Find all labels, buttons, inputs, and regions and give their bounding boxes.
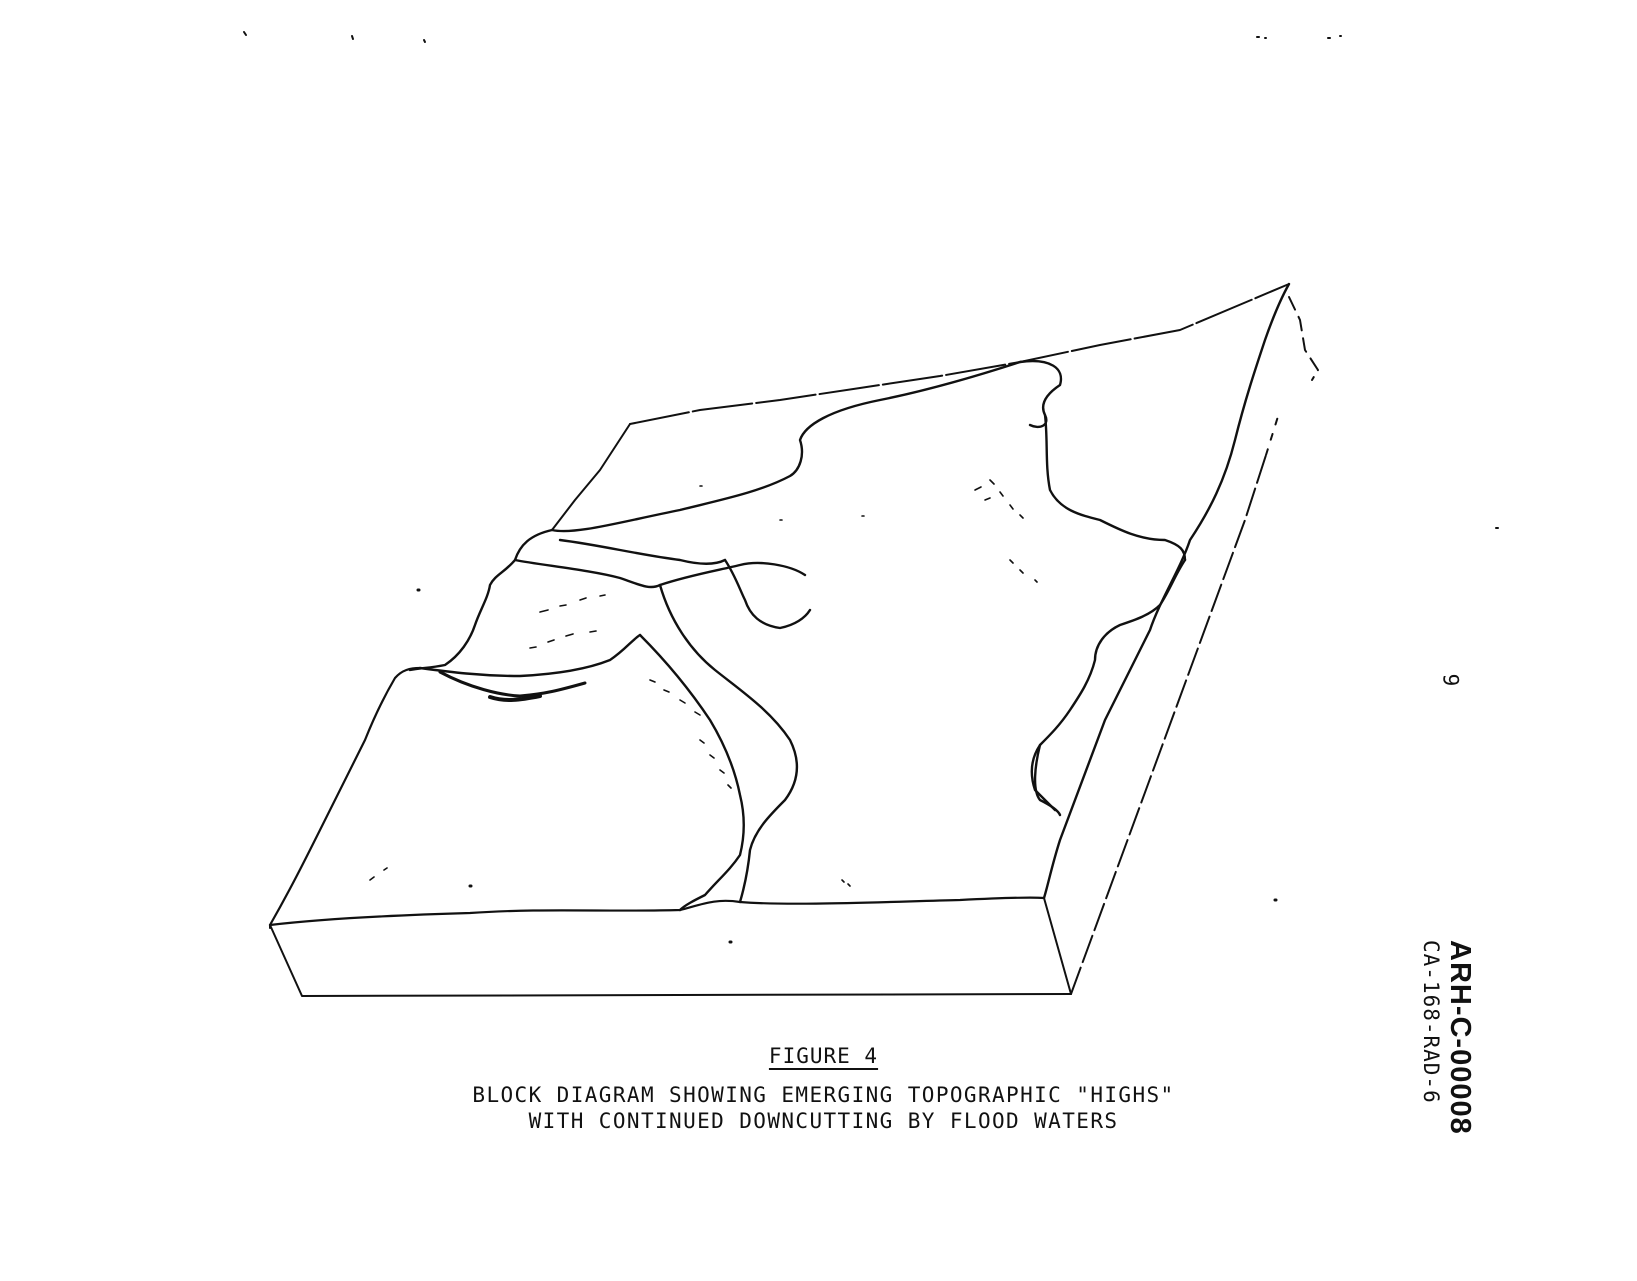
top-right-edge: [1044, 284, 1289, 898]
stipple-marks: [370, 480, 1037, 886]
top-front-edge: [270, 898, 1044, 925]
block-front-face: [270, 925, 1071, 996]
caption-line-1: BLOCK DIAGRAM SHOWING EMERGING TOPOGRAPH…: [10, 1082, 1637, 1108]
scatter-dots: [418, 590, 1276, 942]
top-left-edge: [270, 668, 420, 925]
top-back-edge: [630, 284, 1289, 424]
top-left-back-edge: [552, 424, 630, 530]
figure-caption: FIGURE 4 BLOCK DIAGRAM SHOWING EMERGING …: [0, 1044, 1637, 1134]
terrace-contours: [410, 361, 1185, 910]
block-right-face: [1044, 297, 1318, 994]
page-number: 9: [1438, 674, 1462, 687]
scan-speckles: [244, 32, 1498, 528]
caption-text: BLOCK DIAGRAM SHOWING EMERGING TOPOGRAPH…: [0, 1082, 1637, 1134]
document-id: ARH-C-00008: [1445, 940, 1475, 1135]
figure-number: FIGURE 4: [769, 1044, 878, 1068]
document-reference: CA-168-RAD-6: [1419, 940, 1443, 1104]
caption-line-2: WITH CONTINUED DOWNCUTTING BY FLOOD WATE…: [10, 1108, 1637, 1134]
